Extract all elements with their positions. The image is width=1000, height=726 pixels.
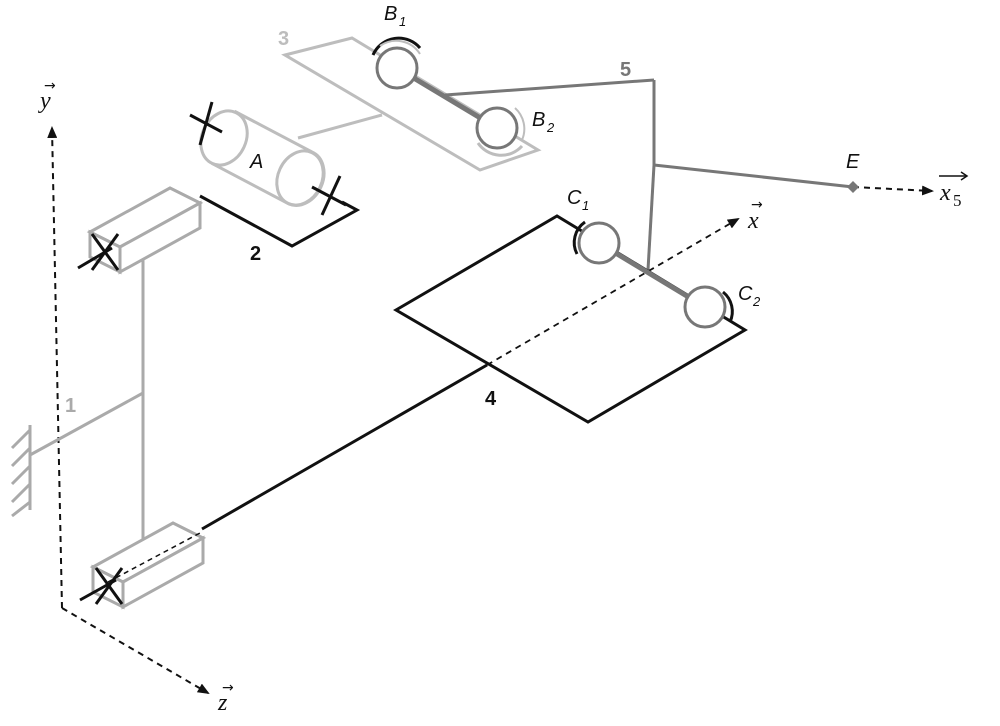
reference-frame [47, 126, 210, 695]
x5-axis-label: x 5 [939, 171, 969, 210]
x-axis [486, 217, 740, 366]
part-4-label: 4 [485, 388, 497, 410]
part-3-label: 3 [278, 28, 289, 50]
x5-axis-letter: x [939, 180, 951, 206]
svg-text:C: C [567, 187, 582, 209]
svg-text:B: B [532, 109, 545, 131]
z-axis [61, 607, 210, 695]
x-axis-label: x → [747, 197, 763, 234]
bearing-pivot-lower [79, 567, 124, 605]
x5-axis [852, 185, 934, 196]
svg-text:2: 2 [546, 120, 555, 135]
y-axis [47, 126, 63, 609]
joint-C1-label: C 1 [567, 187, 589, 213]
svg-text:1: 1 [582, 198, 589, 213]
z-axis-label: z → [217, 680, 234, 716]
joint-B2 [475, 106, 526, 157]
y-axis-letter: y [38, 88, 51, 114]
point-E-label: E [846, 151, 860, 173]
svg-text:B: B [384, 3, 397, 25]
lower-bearing [89, 521, 207, 610]
part-5 [444, 78, 854, 271]
joint-B1 [371, 36, 422, 90]
bearing-pivot-upper [77, 233, 120, 271]
part-3 [281, 36, 542, 172]
joint-C2-label: C 2 [738, 283, 761, 309]
x-axis-letter: x [747, 208, 759, 234]
upper-bearing [86, 186, 204, 275]
part-5-label: 5 [620, 59, 631, 81]
svg-text:→: → [222, 680, 234, 696]
joint-C2 [683, 285, 734, 329]
svg-text:2: 2 [752, 294, 761, 309]
joint-B1-label: B 1 [384, 3, 406, 29]
part-2-label: 2 [250, 243, 261, 265]
part-4 [201, 214, 748, 531]
joint-C1 [572, 220, 621, 265]
joint-B-link [371, 36, 526, 157]
svg-text:1: 1 [399, 14, 406, 29]
joint-B2-label: B 2 [532, 109, 555, 135]
point-E-axis [847, 181, 934, 196]
joint-C-link [572, 220, 734, 329]
cylinder-A [199, 109, 326, 207]
x5-axis-subscript: 5 [953, 191, 962, 210]
joint-A-label: A [249, 151, 263, 173]
ground-hatch [10, 425, 32, 518]
labels: y → z → x → x 5 1 2 3 4 5 A B 1 [38, 3, 969, 716]
point-E-marker [847, 181, 859, 193]
y-axis-label: y → [38, 78, 56, 114]
svg-text:→: → [751, 197, 763, 213]
cylinder-A-ticks [189, 101, 347, 216]
part-2 [189, 101, 361, 248]
part-1 [29, 186, 207, 610]
part-1-label: 1 [65, 395, 76, 417]
z-axis-letter: z [217, 690, 228, 716]
svg-text:C: C [738, 283, 753, 305]
svg-text:→: → [44, 78, 56, 94]
